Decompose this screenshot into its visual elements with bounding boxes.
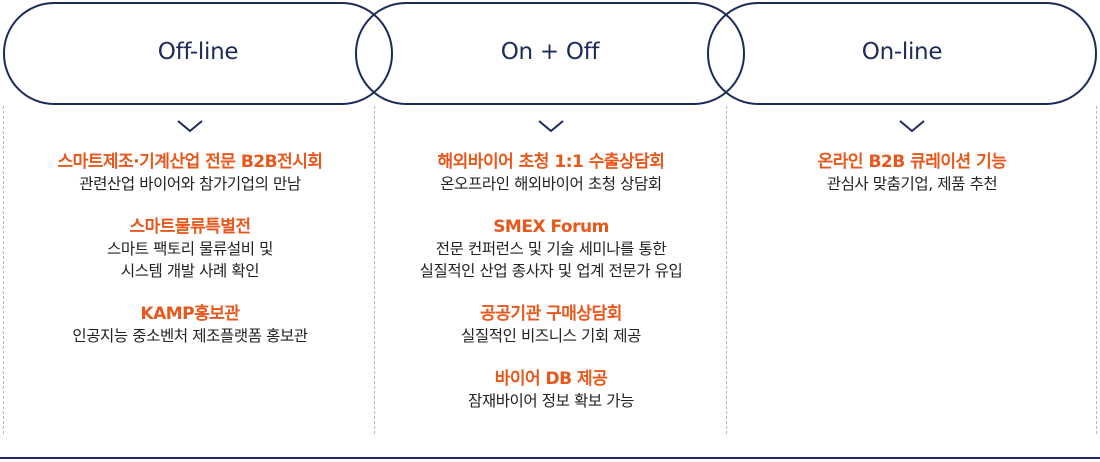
item-online-curation: 온라인 B2B 큐레이션 기능 관심사 맞춤기업, 제품 추천 xyxy=(728,151,1096,195)
item-title: KAMP홍보관 xyxy=(140,304,240,324)
item-public-procurement: 공공기관 구매상담회 실질적인 비즈니스 기회 제공 xyxy=(376,303,726,347)
divider-right-edge xyxy=(1096,106,1097,434)
item-smart-manufacturing-expo: 스마트제조·기계산업 전문 B2B전시회 관련산업 바이어와 참가기업의 만남 xyxy=(6,151,374,195)
item-smex-forum: SMEX Forum 전문 컨퍼런스 및 기술 세미나를 통한 실질적인 산업 … xyxy=(376,216,726,282)
divider-1 xyxy=(374,106,375,434)
item-description: 전문 컨퍼런스 및 기술 세미나를 통한 xyxy=(435,240,667,258)
chevron-down-icon xyxy=(538,120,564,133)
item-description: 온오프라인 해외바이어 초청 상담회 xyxy=(440,175,662,193)
pill-label-online: On-line xyxy=(861,39,943,65)
item-description: 스마트 팩토리 물류설비 및 xyxy=(106,240,274,258)
column-offline: 스마트제조·기계산업 전문 B2B전시회 관련산업 바이어와 참가기업의 만남 … xyxy=(6,118,374,347)
pill-online-outline xyxy=(707,2,1097,105)
column-online: 온라인 B2B 큐레이션 기능 관심사 맞춤기업, 제품 추천 xyxy=(728,118,1096,195)
pill-onoff-outline xyxy=(355,2,745,105)
pill-offline-outline xyxy=(3,2,393,105)
item-description: 실질적인 비즈니스 기회 제공 xyxy=(461,327,641,345)
item-title: 온라인 B2B 큐레이션 기능 xyxy=(817,152,1007,172)
item-title: 바이어 DB 제공 xyxy=(494,369,608,389)
item-title: 공공기관 구매상담회 xyxy=(480,304,622,324)
item-description: 실질적인 산업 종사자 및 업계 전문가 유입 xyxy=(419,262,683,280)
item-description: 잠재바이어 정보 확보 가능 xyxy=(467,392,635,410)
divider-left-edge xyxy=(3,106,4,434)
item-title: SMEX Forum xyxy=(493,217,609,237)
item-export-consultation: 해외바이어 초청 1:1 수출상담회 온오프라인 해외바이어 초청 상담회 xyxy=(376,151,726,195)
pill-outlines xyxy=(3,2,1097,105)
pill-label-offline: Off-line xyxy=(157,39,239,65)
item-title: 해외바이어 초청 1:1 수출상담회 xyxy=(437,152,665,172)
item-buyer-db: 바이어 DB 제공 잠재바이어 정보 확보 가능 xyxy=(376,368,726,412)
item-title: 스마트제조·기계산업 전문 B2B전시회 xyxy=(57,152,324,172)
item-smart-logistics: 스마트물류특별전 스마트 팩토리 물류설비 및 시스템 개발 사례 확인 xyxy=(6,216,374,282)
divider-2 xyxy=(726,106,727,434)
item-description: 관심사 맞춤기업, 제품 추천 xyxy=(826,175,998,193)
chevron-down-icon xyxy=(177,120,203,133)
chevron-down-icon xyxy=(899,120,925,133)
column-onoff: 해외바이어 초청 1:1 수출상담회 온오프라인 해외바이어 초청 상담회 SM… xyxy=(376,118,726,412)
item-description: 시스템 개발 사례 확인 xyxy=(120,262,260,280)
item-kamp-pavilion: KAMP홍보관 인공지능 중소벤처 제조플랫폼 홍보관 xyxy=(6,303,374,347)
item-description: 인공지능 중소벤처 제조플랫폼 홍보관 xyxy=(72,327,308,345)
item-title: 스마트물류특별전 xyxy=(129,217,251,237)
item-description: 관련산업 바이어와 참가기업의 만남 xyxy=(79,175,301,193)
bottom-rule xyxy=(0,457,1100,459)
pill-label-onoff: On + Off xyxy=(500,39,600,65)
